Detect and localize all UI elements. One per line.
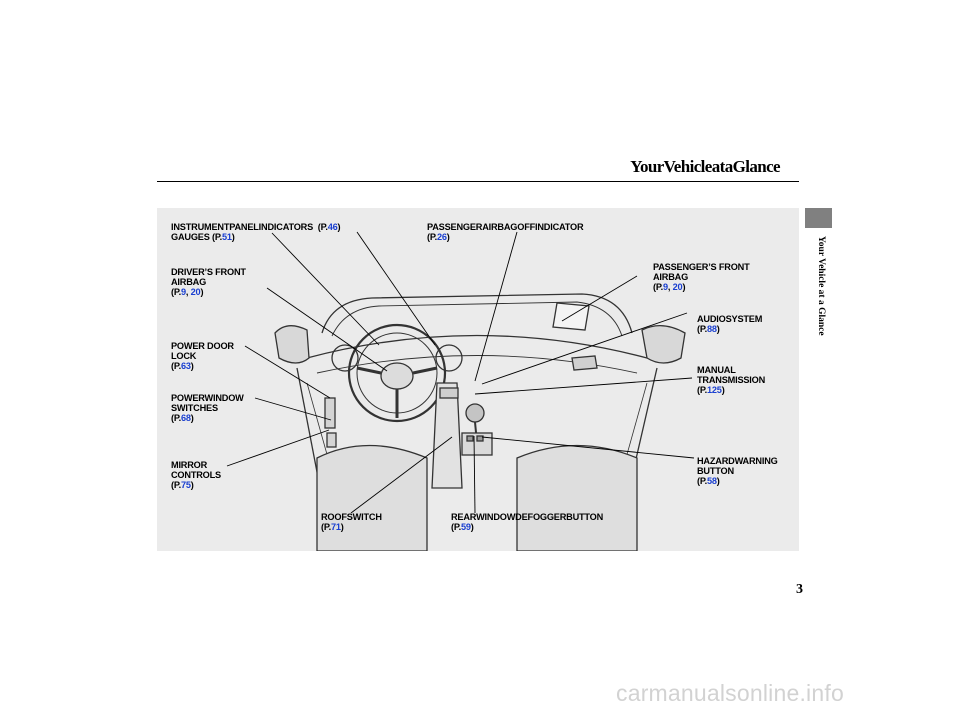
- section-side-label: Your Vehicle at a Glance: [812, 236, 826, 466]
- callout-drivers-front-airbag: DRIVER’S FRONT AIRBAG (P.9, 20): [171, 267, 246, 297]
- callout-manual-transmission: MANUAL TRANSMISSION (P.125): [697, 365, 765, 395]
- page-title: YourVehicleataGlance: [560, 157, 780, 177]
- ref-passengers-front-airbag[interactable]: (P.9, 20): [653, 282, 749, 292]
- ref-gauges[interactable]: (P.51): [212, 232, 235, 242]
- ref-audio-system[interactable]: (P.88): [697, 324, 762, 334]
- ref-mirror-controls[interactable]: (P.75): [171, 480, 221, 490]
- label-passenger-airbag-off-indicator: PASSENGERAIRBAGOFFINDICATOR: [427, 222, 583, 232]
- page-number: 3: [796, 582, 803, 598]
- callout-passengers-front-airbag: PASSENGER’S FRONT AIRBAG (P.9, 20): [653, 262, 749, 292]
- ref-manual-transmission[interactable]: (P.125): [697, 385, 765, 395]
- ref-passenger-airbag-off-indicator[interactable]: (P.26): [427, 232, 583, 242]
- section-tab: [805, 208, 832, 228]
- watermark: carmanualsonline.info: [616, 680, 844, 707]
- callout-power-window-switches: POWERWINDOW SWITCHES (P.68): [171, 393, 244, 423]
- label-gauges: GAUGES: [171, 232, 210, 242]
- callout-instrument-panel: INSTRUMENTPANELINDICATORS (P.46) GAUGES …: [171, 222, 340, 242]
- callout-mirror-controls: MIRROR CONTROLS (P.75): [171, 460, 221, 490]
- ref-rear-window-defogger-button[interactable]: (P.59): [451, 522, 603, 532]
- ref-instrument-panel-indicators[interactable]: (P.46): [318, 222, 341, 232]
- ref-power-door-lock[interactable]: (P.63): [171, 361, 234, 371]
- callout-power-door-lock: POWER DOOR LOCK (P.63): [171, 341, 234, 371]
- callout-rear-window-defogger-button: REARWINDOWDEFOGGERBUTTON (P.59): [451, 512, 603, 532]
- label-instrument-panel-indicators: INSTRUMENTPANELINDICATORS: [171, 222, 313, 232]
- ref-roof-switch[interactable]: (P.71): [321, 522, 382, 532]
- ref-drivers-front-airbag[interactable]: (P.9, 20): [171, 287, 246, 297]
- title-rule: [157, 181, 799, 182]
- dashboard-illustration-panel: INSTRUMENTPANELINDICATORS (P.46) GAUGES …: [157, 208, 799, 551]
- callout-roof-switch: ROOFSWITCH (P.71): [321, 512, 382, 532]
- ref-power-window-switches[interactable]: (P.68): [171, 413, 244, 423]
- callout-passenger-airbag-off-indicator: PASSENGERAIRBAGOFFINDICATOR (P.26): [427, 222, 583, 242]
- callout-hazard-warning-button: HAZARDWARNING BUTTON (P.58): [697, 456, 778, 486]
- ref-hazard-warning-button[interactable]: (P.58): [697, 476, 778, 486]
- callout-audio-system: AUDIOSYSTEM (P.88): [697, 314, 762, 334]
